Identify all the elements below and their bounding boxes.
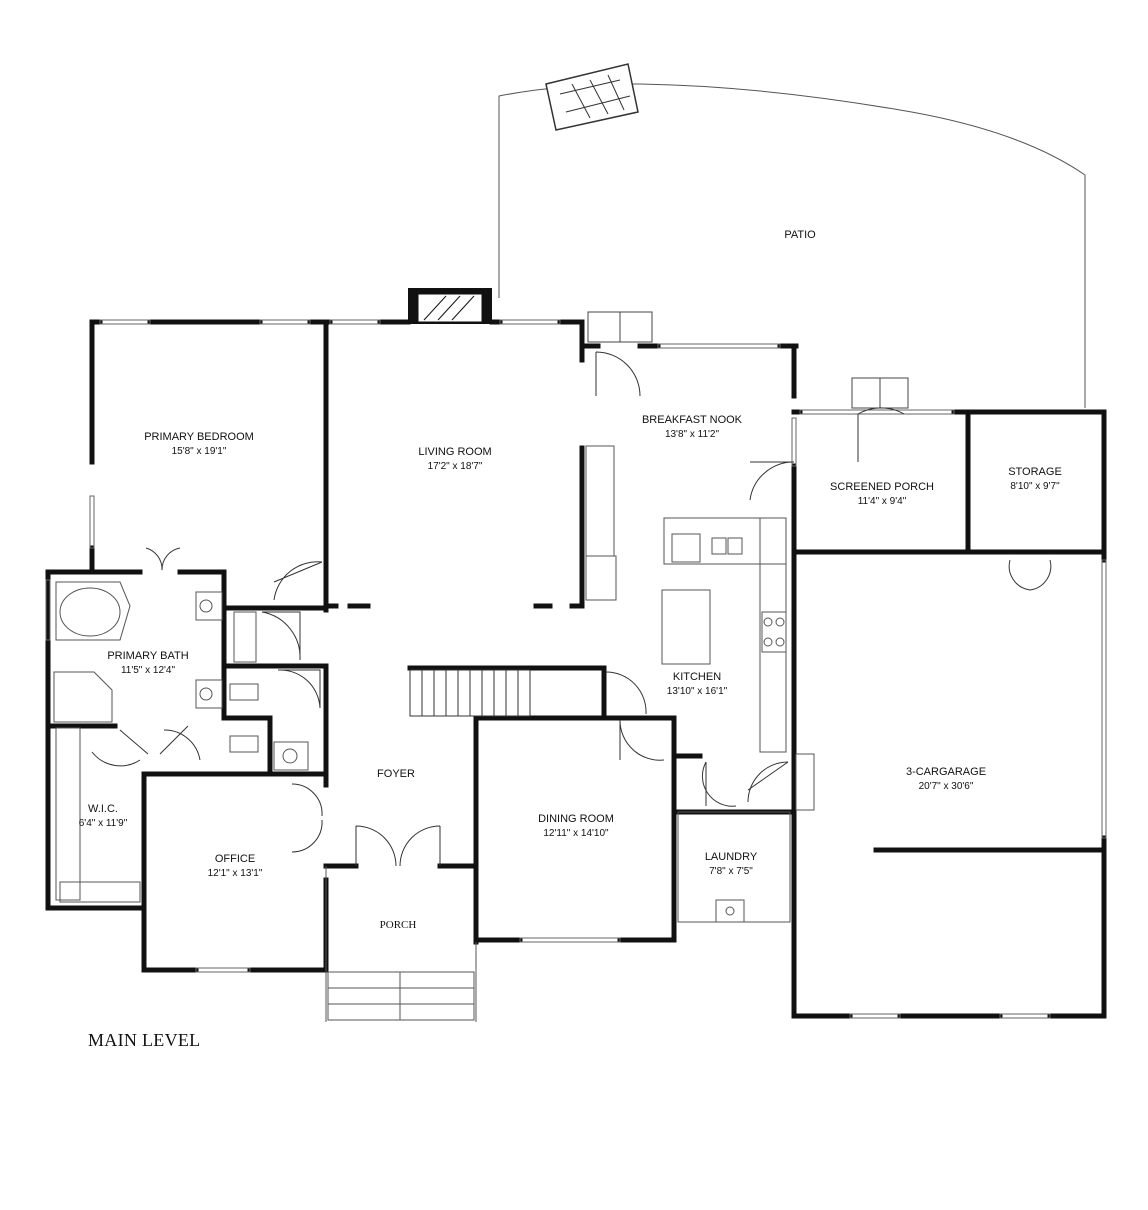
room-breakfast-nook-name: BREAKFAST NOOK xyxy=(642,414,743,426)
door-swings xyxy=(91,351,1052,867)
garage-entry-step xyxy=(795,753,815,811)
room-primary-bath-dims: 11'5" x 12'4" xyxy=(121,665,176,676)
room-wic-dims: 6'4" x 11'9" xyxy=(79,818,128,829)
patio-planter xyxy=(545,63,639,131)
fireplace-symbol xyxy=(408,288,492,324)
room-living-room-dims: 17'2" x 18'7" xyxy=(428,461,483,472)
room-office-name: OFFICE xyxy=(215,853,255,865)
windows xyxy=(45,319,1107,1019)
exterior-walls xyxy=(45,319,1107,1019)
room-labels: PATIO PRIMARY BEDROOM 15'8" x 19'1" LIVI… xyxy=(79,229,1062,931)
laundry-appliances xyxy=(677,811,791,923)
room-screened-porch-dims: 11'4" x 9'4" xyxy=(858,496,907,507)
porch-steps xyxy=(325,866,477,1022)
room-garage-dims: 20'7" x 30'6" xyxy=(919,781,974,792)
room-storage-name: STORAGE xyxy=(1008,466,1062,478)
room-breakfast-nook-dims: 13'8" x 11'2" xyxy=(665,429,720,440)
room-patio-name: PATIO xyxy=(784,229,816,241)
room-screened-porch-name: SCREENED PORCH xyxy=(830,481,934,493)
room-office-dims: 12'1" x 13'1" xyxy=(208,868,263,879)
kitchen-counters xyxy=(585,445,787,753)
door-steps xyxy=(587,311,909,409)
bath-fixtures xyxy=(53,581,309,903)
room-primary-bedroom-dims: 15'8" x 19'1" xyxy=(172,446,227,457)
room-primary-bath-name: PRIMARY BATH xyxy=(107,650,188,662)
room-living-room-name: LIVING ROOM xyxy=(418,446,491,458)
level-label: MAIN LEVEL xyxy=(88,1030,201,1050)
room-porch-name: PORCH xyxy=(380,919,417,931)
staircase xyxy=(409,669,531,717)
room-laundry-dims: 7'8" x 7'5" xyxy=(709,866,753,877)
room-dining-room-dims: 12'11" x 14'10" xyxy=(543,828,609,839)
room-kitchen-dims: 13'10" x 16'1" xyxy=(667,686,728,697)
room-laundry-name: LAUNDRY xyxy=(705,851,758,863)
room-dining-room-name: DINING ROOM xyxy=(538,813,614,825)
room-primary-bedroom-name: PRIMARY BEDROOM xyxy=(144,431,254,443)
room-storage-dims: 8'10" x 9'7" xyxy=(1010,481,1060,492)
room-kitchen-name: KITCHEN xyxy=(673,671,721,683)
room-garage-name: 3-CARGARAGE xyxy=(906,766,986,778)
room-wic-name: W.I.C. xyxy=(88,803,118,815)
room-foyer-name: FOYER xyxy=(377,768,415,780)
